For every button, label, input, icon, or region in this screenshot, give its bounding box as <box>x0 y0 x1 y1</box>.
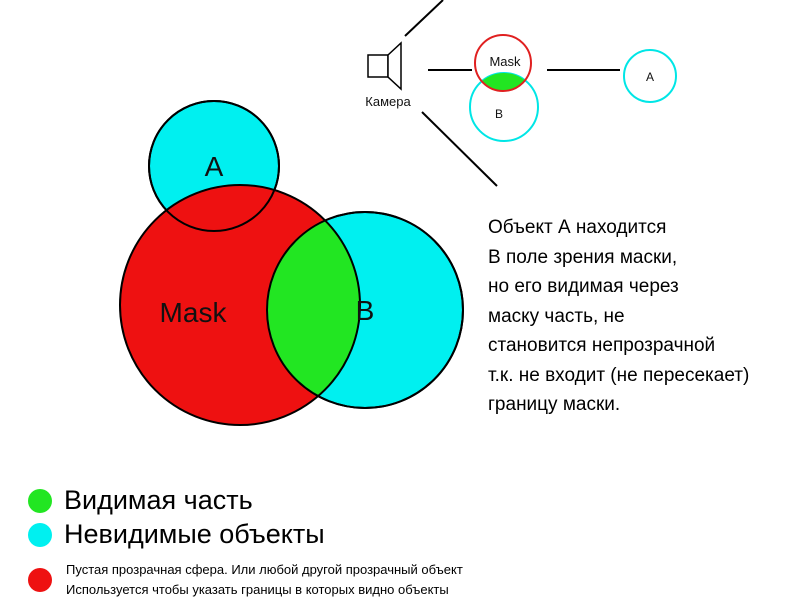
explanation-line: т.к. не входит (не пересекает) <box>488 364 750 386</box>
camera-scheme: Камера Mask B A <box>365 0 677 187</box>
object-a-label: A <box>205 151 224 182</box>
green-dot-icon <box>28 488 52 513</box>
legend-mask-line-1: Пустая прозрачная сфера. Или любой друго… <box>66 562 463 577</box>
view-cone-upper-line <box>404 0 444 37</box>
explanation-line: Объект А находится <box>488 217 667 238</box>
visible-intersection <box>267 212 360 408</box>
explanation-line: но его видимая через <box>488 276 679 297</box>
legend-visible: Видимая часть <box>28 485 253 516</box>
legend-mask-line-2: Используется чтобы указать границы в кот… <box>66 582 449 597</box>
explanation-line: маску часть, не <box>488 305 625 327</box>
object-b-outline <box>266 211 464 409</box>
scheme-b-label: B <box>495 107 503 121</box>
view-cone-lower-line <box>421 111 498 187</box>
legend-mask: Пустая прозрачная сфера. Или любой друго… <box>28 560 463 600</box>
legend-invisible-label: Невидимые объекты <box>64 519 325 549</box>
cyan-dot-icon <box>28 522 52 547</box>
explanation-line: становится непрозрачной <box>488 335 716 356</box>
object-a-outline <box>148 100 280 232</box>
legend-mask-text: Пустая прозрачная сфера. Или любой друго… <box>66 560 463 600</box>
scheme-a-label: A <box>646 70 654 84</box>
scheme-mask-circle <box>474 34 532 92</box>
mask-label: Mask <box>160 297 228 328</box>
explanation-line: границу маски. <box>488 394 621 415</box>
camera-icon <box>367 41 402 91</box>
object-b-label: B <box>356 295 375 326</box>
scheme-object-a-circle <box>623 49 677 103</box>
mask-circle-outline <box>119 184 361 426</box>
legend-visible-label: Видимая часть <box>64 485 253 515</box>
red-dot-icon <box>28 568 52 592</box>
explanation-line: В поле зрения маски, <box>488 246 678 268</box>
scheme-mask-label: Mask <box>489 54 521 69</box>
explanation-text: Объект А находится В поле зрения маски, … <box>488 213 749 420</box>
legend-invisible: Невидимые объекты <box>28 519 325 550</box>
main-diagram: A Mask B <box>119 100 464 426</box>
camera-label: Камера <box>365 94 411 109</box>
